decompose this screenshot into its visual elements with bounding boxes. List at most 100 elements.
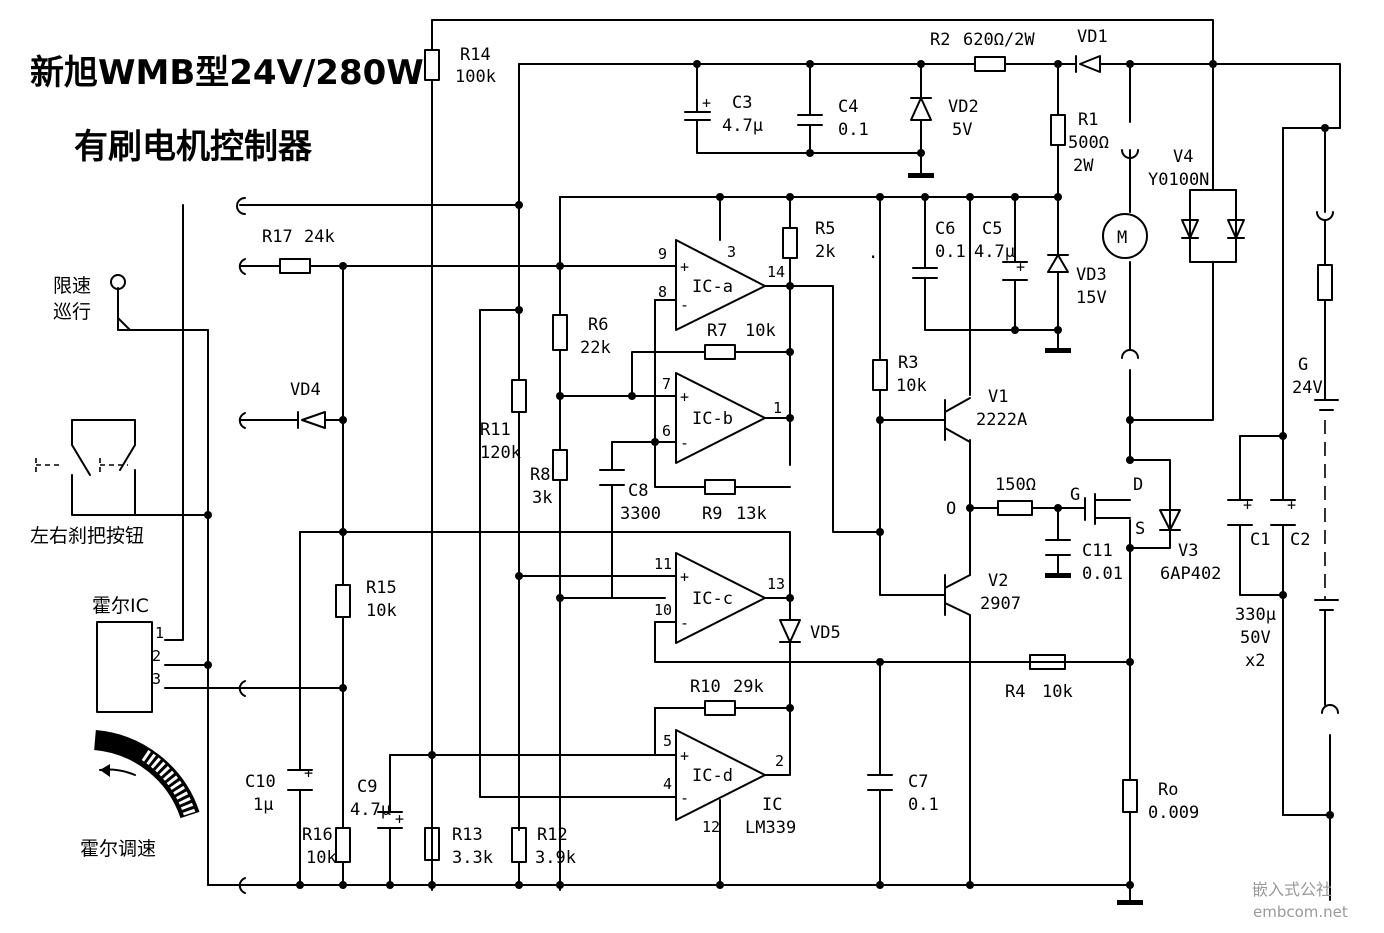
label-ic: IC (762, 795, 782, 815)
label-vd5: VD5 (810, 623, 841, 643)
sign-ic-b-p: + (680, 388, 689, 406)
label-c3: C3 (732, 93, 752, 113)
label-pin2: 2 (152, 647, 161, 665)
label-c6: C6 (935, 219, 955, 239)
pin-ic-a-out: 14 (767, 263, 785, 281)
label-node-o: O (946, 499, 956, 519)
label-r3-value: 10k (896, 376, 927, 396)
sign-c3: + (702, 94, 711, 112)
label-r8: R8 (530, 465, 550, 485)
resistor-r6 (552, 314, 568, 351)
label-ic-c: IC-c (692, 589, 733, 609)
sign-ic-a-m: - (680, 296, 689, 314)
diode-vd5 (779, 619, 801, 643)
label-r6: R6 (588, 315, 608, 335)
label-r16-value: 10k (306, 848, 337, 868)
pin-ic-c-out: 13 (767, 575, 785, 593)
resistor-r1 (1050, 114, 1066, 146)
label-ic-a: IC-a (692, 277, 733, 297)
watermark-line-2: embcom.net (1253, 903, 1348, 921)
label-c7: C7 (908, 772, 928, 792)
label-vd2: VD2 (948, 97, 979, 117)
label-g: G (1298, 355, 1308, 375)
resistor-r16 (335, 827, 351, 863)
hall-throttle-graphic (93, 730, 200, 819)
sign-c1: + (1243, 496, 1252, 514)
sign-ic-c-p: + (680, 568, 689, 586)
resistor-r14 (424, 49, 440, 81)
label-r13-value: 3.3k (452, 848, 493, 868)
label-c9-value: 4.7μ (350, 800, 391, 820)
label-c11-value: 0.01 (1082, 564, 1123, 584)
label-c10-value: 1μ (253, 795, 273, 815)
label-c7-value: 0.1 (908, 795, 939, 815)
switches (35, 287, 136, 491)
resistor-r17 (279, 258, 311, 274)
sign-c2: + (1287, 496, 1296, 514)
resistor-r13 (424, 827, 440, 861)
label-r1-value2: 2W (1073, 156, 1094, 176)
label-brake-buttons: 左右刹把按钮 (30, 525, 144, 547)
junction-dots (204, 60, 1334, 889)
label-r5: R5 (815, 219, 835, 239)
diode-vd2 (910, 97, 932, 121)
label-dot: . (868, 243, 878, 263)
diode-vd4 (297, 411, 326, 429)
label-v1-value: 2222A (976, 410, 1027, 430)
labels: R14 100k R2 620Ω/2W VD1 C3 4.7μ C4 0.1 V… (30, 27, 1348, 921)
label-r11-value: 120k (480, 443, 521, 463)
label-r9-value: 13k (736, 504, 767, 524)
sign-c9: + (395, 810, 404, 828)
opamp-ic-d (675, 729, 766, 821)
label-ro-value: 0.009 (1148, 803, 1199, 823)
label-r10: R10 (690, 677, 721, 697)
label-r12-value: 3.9k (535, 848, 576, 868)
label-r4-value: 10k (1042, 682, 1073, 702)
label-mosfet-d: D (1133, 475, 1143, 495)
label-ic-d: IC-d (692, 766, 733, 786)
fuse (1317, 264, 1333, 301)
label-r2-value: 620Ω/2W (963, 30, 1035, 50)
opamp-ic-b (675, 372, 766, 464)
label-c4-value: 0.1 (838, 120, 869, 140)
label-c3-value: 4.7μ (722, 116, 763, 136)
label-c2: C2 (1290, 530, 1310, 550)
motor-symbol (1102, 213, 1148, 259)
label-r5-value: 2k (815, 242, 835, 262)
label-c11: C11 (1082, 541, 1113, 561)
pin-ic-c-m: 10 (654, 601, 672, 619)
label-r13: R13 (452, 825, 483, 845)
battery (1314, 399, 1339, 611)
label-cap-value3: x2 (1245, 651, 1265, 671)
label-r7-value: 10k (745, 321, 776, 341)
label-c4: C4 (838, 97, 858, 117)
label-r11: R11 (480, 420, 511, 440)
label-r3: R3 (898, 353, 918, 373)
label-r17-value: 24k (304, 227, 335, 247)
label-motor: M (1117, 228, 1127, 248)
resistor-ro (1122, 779, 1138, 813)
wires (71, 19, 1341, 901)
pin-ic-d-out: 2 (775, 752, 784, 770)
pin-ic-d-p: 5 (663, 732, 672, 750)
label-r12: R12 (537, 825, 568, 845)
label-c9: C9 (357, 777, 377, 797)
label-r15-value: 10k (366, 601, 397, 621)
resistor-r5 (782, 227, 798, 259)
opamp-ic-a (675, 239, 766, 331)
watermark-line-1: 嵌入式公社 (1252, 880, 1332, 899)
opamp-ic-c (675, 552, 766, 644)
resistor-r4 (1029, 654, 1066, 670)
label-r4: R4 (1005, 682, 1025, 702)
label-r8-value: 3k (532, 488, 552, 508)
label-r9: R9 (702, 504, 722, 524)
pin-ic-d-m: 4 (663, 775, 672, 793)
label-r1-value: 500Ω (1068, 133, 1109, 153)
diode-v3 (1159, 509, 1181, 531)
diode-v4-a (1181, 219, 1199, 239)
label-c5: C5 (982, 219, 1002, 239)
pin-ic-d-g: 12 (702, 818, 720, 836)
label-r150-value: 150Ω (995, 475, 1036, 495)
label-v2-value: 2907 (980, 594, 1021, 614)
